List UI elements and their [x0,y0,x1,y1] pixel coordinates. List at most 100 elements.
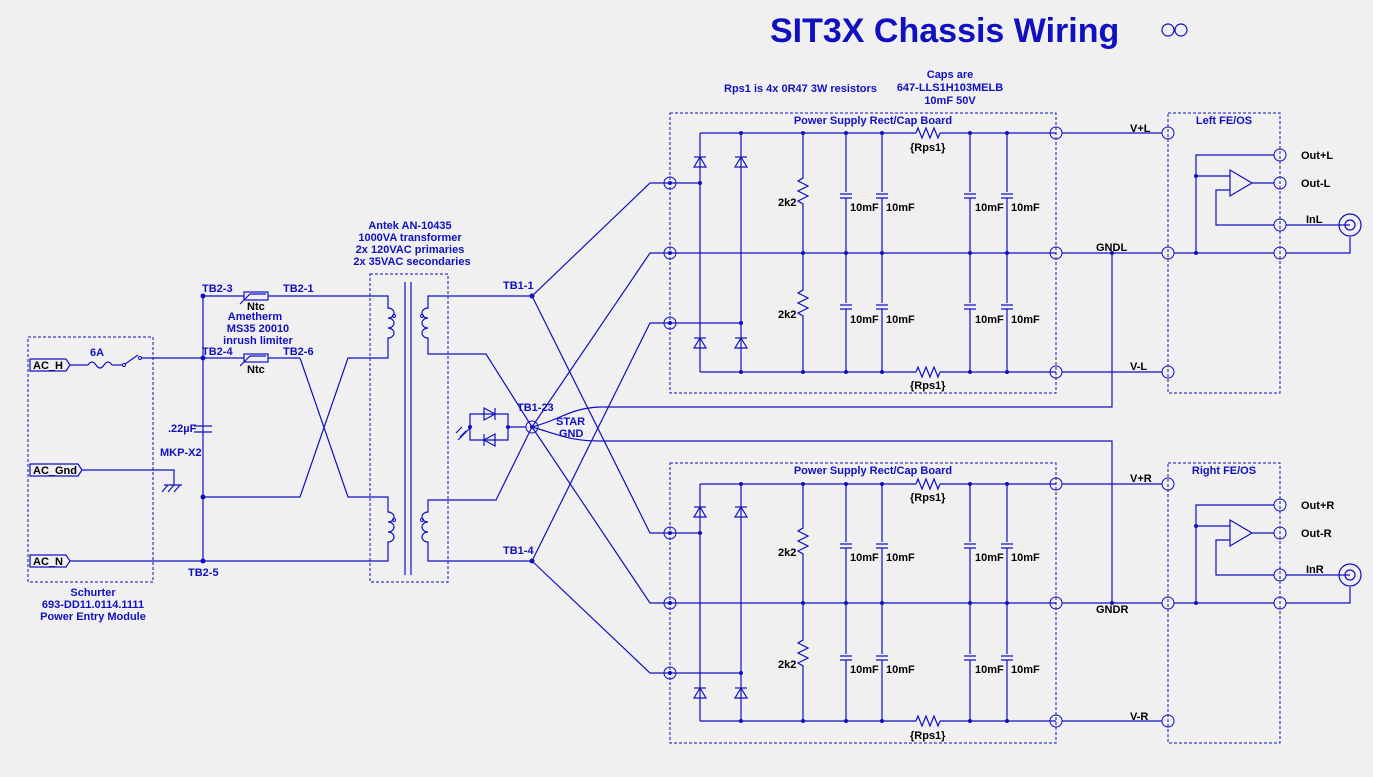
transformer-core [404,282,412,575]
ntc-desc-3: inrush limiter [223,335,293,347]
svg-text:10mF: 10mF [850,664,879,676]
ntc-desc-2: MS35 20010 [227,323,289,335]
svg-text:{Rps1}: {Rps1} [910,730,946,742]
rectifier-diode [692,155,708,168]
left-input-jack-icon [1338,213,1362,237]
primary-winding-2 [370,496,396,562]
pem-label-2: 693-DD11.0114.1111 [42,599,144,611]
psu-top-label: Power Supply Rect/Cap Board [794,115,952,127]
rectifier-diode [692,686,708,699]
star-gnd-label-2: GND [559,428,584,440]
transformer-label-2: 1000VA transformer [358,232,462,244]
opamp-icon [1229,518,1254,548]
rectifier-diode [733,155,749,168]
tb2-6-label: TB2-6 [283,346,314,358]
power-entry-module-box [27,336,154,583]
ntc-2-label: Ntc [247,364,265,376]
rectifier-diode [692,336,708,349]
rectifier-diode [692,505,708,518]
caps-note-line2: 647-LLS1H103MELB [897,82,1003,94]
net-out-ml: Out-L [1301,178,1331,190]
left-fe-label: Left FE/OS [1196,115,1252,127]
secondary-winding-1 [420,295,448,355]
tb2-5-label: TB2-5 [188,567,219,579]
x2-cap-type: MKP-X2 [160,447,202,459]
left-fe-os-block: Left FE/OS [1161,112,1351,394]
tb1-23-label: TB1-23 [517,402,554,414]
rps-resistor [915,714,941,728]
power-switch [124,354,139,365]
svg-text:2k2: 2k2 [778,659,796,671]
tb1-1-label: TB1-1 [503,280,534,292]
svg-text:10mF: 10mF [975,314,1004,326]
net-gndr: GNDR [1096,604,1128,616]
fuse [87,361,113,369]
svg-text:10mF: 10mF [886,664,915,676]
opamp-icon [1229,168,1254,198]
svg-text:2k2: 2k2 [778,309,796,321]
svg-text:10mF: 10mF [975,552,1004,564]
rps-note: Rps1 is 4x 0R47 3W resistors [724,83,877,95]
tb2-1-label: TB2-1 [283,283,314,295]
net-out-pr: Out+R [1301,500,1334,512]
svg-text:10mF: 10mF [850,552,879,564]
transformer-box [369,273,449,583]
pem-label-1: Schurter [70,587,116,599]
psu-bottom-label: Power Supply Rect/Cap Board [794,465,952,477]
x2-cap-value: .22µF [168,423,197,435]
svg-text:{Rps1}: {Rps1} [910,492,946,504]
svg-text:10mF: 10mF [975,202,1004,214]
chassis-ground-icon [161,484,182,493]
svg-text:10mF: 10mF [1011,552,1040,564]
right-input-jack-icon [1338,563,1362,587]
transformer-label-3: 2x 120VAC primaries [356,244,465,256]
svg-text:10mF: 10mF [1011,202,1040,214]
star-ground-node [525,420,539,434]
net-out-mr: Out-R [1301,528,1332,540]
lissajous-icon [1161,23,1188,37]
svg-text:10mF: 10mF [886,202,915,214]
net-out-pl: Out+L [1301,150,1333,162]
star-gnd-label-1: STAR [556,416,585,428]
svg-text:10mF: 10mF [886,314,915,326]
ntc-desc-1: Ametherm [228,311,283,323]
rps-resistor [915,477,941,491]
svg-text:10mF: 10mF [850,314,879,326]
transformer-label-1: Antek AN-10435 [368,220,451,232]
ac-h-flag: AC_H [29,358,71,372]
svg-text:10mF: 10mF [1011,664,1040,676]
psu-board-bottom: Power Supply Rect/Cap Board {Rps1} {Rps1… [663,462,1063,744]
psu-board-top: Power Supply Rect/Cap Board {Rps1} {Rps1… [663,112,1063,394]
svg-text:10mF: 10mF [886,552,915,564]
svg-text:AC_Gnd: AC_Gnd [33,465,77,477]
tb2-4-label: TB2-4 [202,346,233,358]
right-fe-label: Right FE/OS [1192,465,1256,477]
ntc-1-label: Ntc [247,301,265,313]
caps-note-line3: 10mF 50V [924,95,976,107]
net-vmr: V-R [1130,711,1148,723]
tb2-3-label: TB2-3 [202,283,233,295]
tb1-4-label: TB1-4 [503,545,534,557]
net-vml: V-L [1130,361,1147,373]
right-fe-os-block: Right FE/OS [1161,462,1351,744]
svg-text:2k2: 2k2 [778,547,796,559]
rectifier-diode [733,686,749,699]
svg-text:AC_N: AC_N [33,556,63,568]
rectifier-diode [733,505,749,518]
x2-capacitor [194,425,212,433]
net-vpr: V+R [1130,473,1152,485]
net-vpl: V+L [1130,123,1151,135]
svg-text:{Rps1}: {Rps1} [910,380,946,392]
secondary-winding-2 [420,499,448,562]
rectifier-diode [733,336,749,349]
rps-resistor [915,365,941,379]
ac-n-flag: AC_N [29,554,71,568]
ntc-thermistor-2 [239,353,269,367]
net-inr: InR [1306,564,1324,576]
svg-text:{Rps1}: {Rps1} [910,142,946,154]
rps-resistor [915,126,941,140]
primary-winding-1 [370,295,396,359]
net-inl: InL [1306,214,1323,226]
svg-text:AC_H: AC_H [33,360,63,372]
